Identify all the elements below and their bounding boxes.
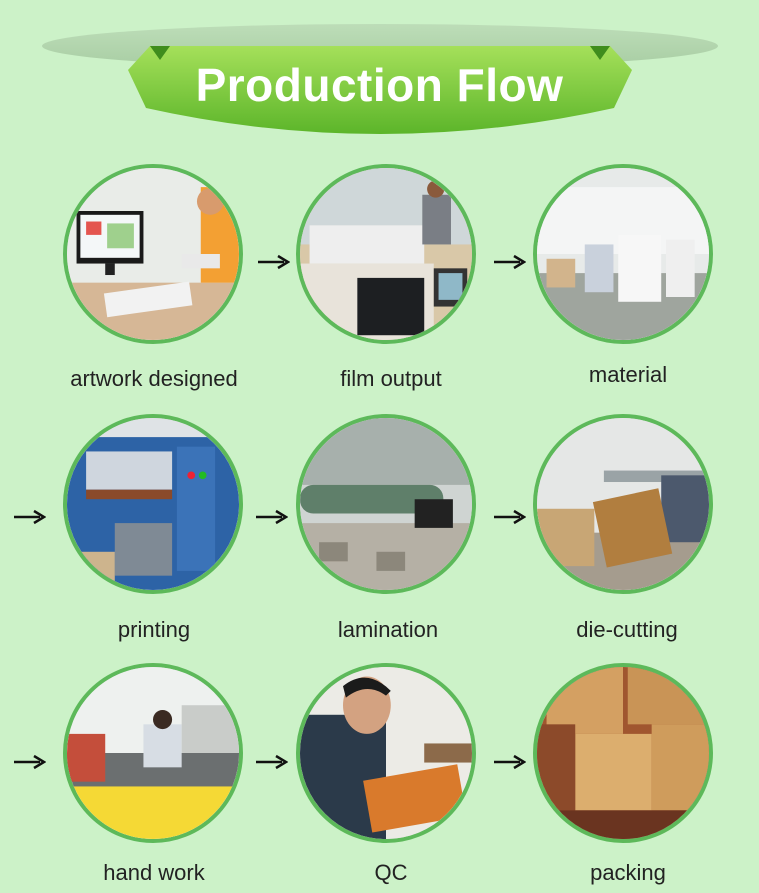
arrow-right-icon bbox=[256, 754, 288, 770]
arrow-right-icon bbox=[494, 754, 526, 770]
packing-photo bbox=[533, 663, 713, 843]
arrow-right-icon bbox=[494, 509, 526, 525]
arrow-right-icon bbox=[258, 254, 290, 270]
step-label: hand work bbox=[103, 860, 205, 885]
step-label: film output bbox=[340, 366, 442, 391]
step-label: material bbox=[588, 362, 668, 387]
banner-ribbon bbox=[42, 24, 718, 134]
step-label: QC bbox=[374, 860, 408, 885]
printing-photo bbox=[63, 414, 243, 594]
step-label: packing bbox=[590, 860, 666, 885]
arrow-right-icon bbox=[256, 509, 288, 525]
step-label: die-cutting bbox=[576, 617, 678, 642]
artwork-designed-photo bbox=[63, 164, 243, 344]
qc-photo bbox=[296, 663, 476, 843]
step-label: printing bbox=[117, 617, 191, 642]
banner: Production Flow bbox=[0, 0, 759, 150]
step-label: lamination bbox=[337, 617, 439, 642]
film-output-photo bbox=[296, 164, 476, 344]
material-photo bbox=[533, 164, 713, 344]
arrow-right-icon bbox=[14, 754, 46, 770]
step-label: artwork designed bbox=[70, 366, 238, 391]
arrow-right-icon bbox=[14, 509, 46, 525]
hand-work-photo bbox=[63, 663, 243, 843]
die-cutting-photo bbox=[533, 414, 713, 594]
page-title: Production Flow bbox=[195, 59, 564, 111]
arrow-right-icon bbox=[494, 254, 526, 270]
lamination-photo bbox=[296, 414, 476, 594]
